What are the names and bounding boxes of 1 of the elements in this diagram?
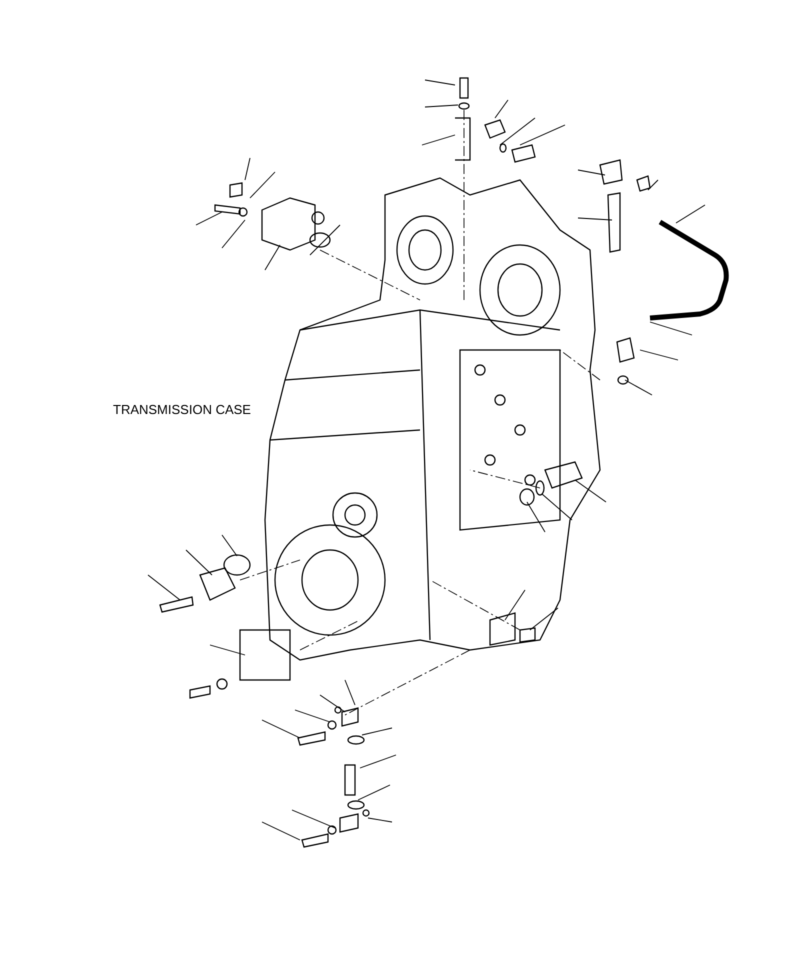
part-label: TRANSMISSION CASE: [113, 402, 251, 417]
